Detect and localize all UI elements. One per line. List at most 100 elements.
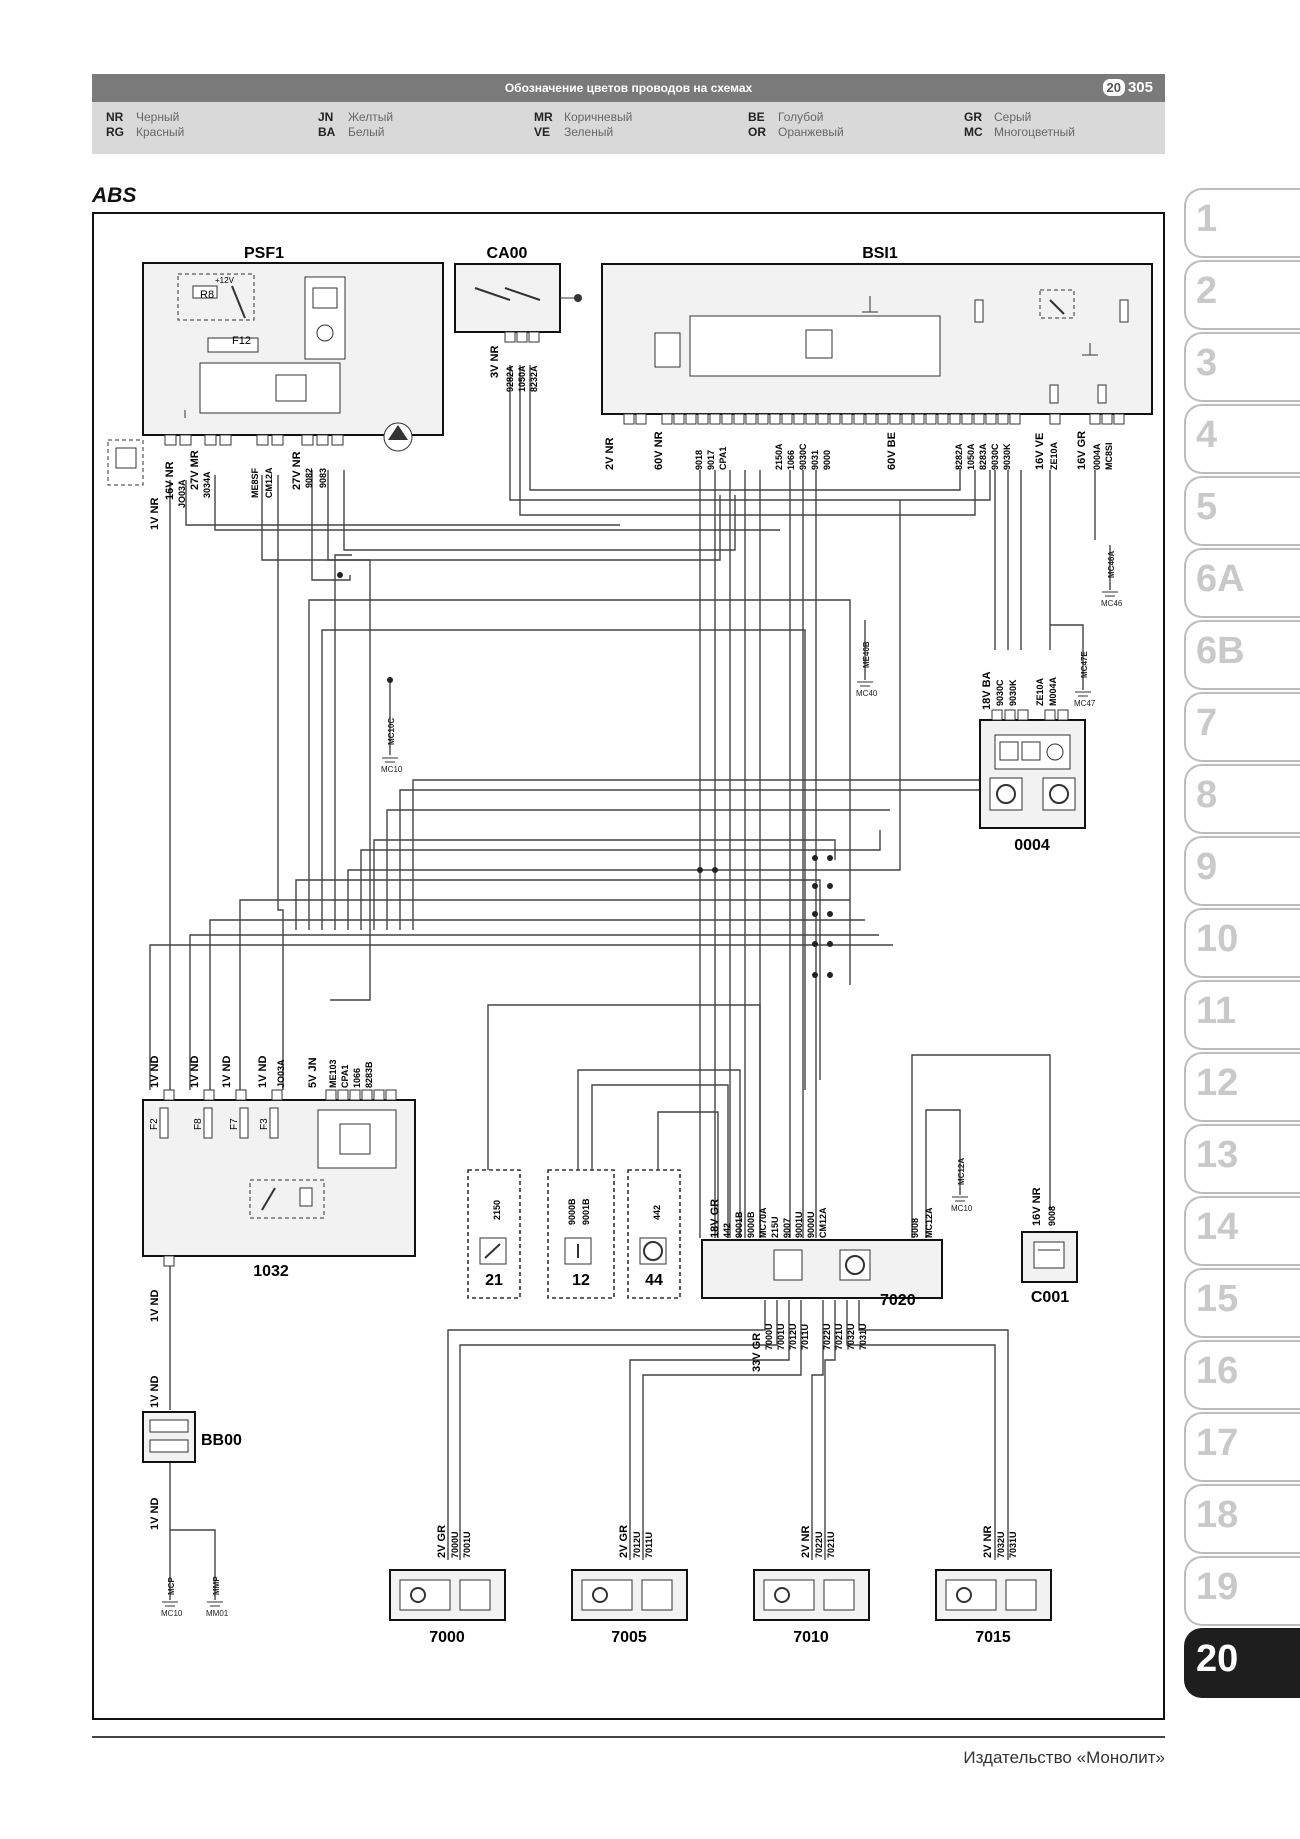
ground-label: MC47 <box>1074 699 1096 708</box>
label-f3: F3 <box>259 1118 270 1130</box>
wire-label: 7021U <box>826 1531 836 1558</box>
ground-label: MC46 <box>1101 599 1123 608</box>
conn-7010: 2V NR <box>800 1526 812 1558</box>
conn-bsi1-d: 16V VE <box>1034 433 1046 470</box>
wire-label: 7011U <box>800 1324 810 1350</box>
chapter-tab-11[interactable]: 11 <box>1184 980 1300 1050</box>
chapter-tab-7[interactable]: 7 <box>1184 692 1300 762</box>
ground-mmp <box>207 1601 223 1607</box>
conn-0004: 18V BA <box>981 671 993 710</box>
label-c001: C001 <box>1031 1289 1069 1306</box>
wire-label: 1066 <box>352 1068 362 1088</box>
bsi1-pins <box>623 413 1125 425</box>
chapter-tab-5[interactable]: 5 <box>1184 476 1300 546</box>
chapter-tab-10[interactable]: 10 <box>1184 908 1300 978</box>
label-7015: 7015 <box>975 1629 1011 1646</box>
ground-label: MCP <box>167 1577 176 1595</box>
chapter-tab-1[interactable]: 1 <box>1184 188 1300 258</box>
chapter-tab-16[interactable]: 16 <box>1184 1340 1300 1410</box>
conn-bsi1-c: 60V BE <box>886 432 898 470</box>
wire-label: ZE10A <box>1049 441 1059 470</box>
label-plus12v: +12V <box>215 276 235 285</box>
psf1-pins <box>164 434 344 446</box>
chapter-tab-6b[interactable]: 6B <box>1184 620 1300 690</box>
ground-mc12a <box>952 1196 968 1202</box>
label-f12: F12 <box>232 335 251 347</box>
wire-label: 8283B <box>364 1061 374 1088</box>
conn-7015: 2V NR <box>982 1526 994 1558</box>
label-0004: 0004 <box>1014 837 1050 854</box>
wire-label: 7000U <box>764 1323 774 1350</box>
component-21: 21 2150 <box>467 1169 521 1299</box>
chapter-tab-18[interactable]: 18 <box>1184 1484 1300 1554</box>
conn-1032-4: 1V ND <box>257 1056 269 1088</box>
wire-label: 7001U <box>462 1531 472 1558</box>
conn-7020-top: 18V GR <box>709 1199 721 1238</box>
wire-label: 9008 <box>1047 1206 1057 1226</box>
wire-label: 8232A <box>529 365 539 392</box>
chapter-tab-14[interactable]: 14 <box>1184 1196 1300 1266</box>
chapter-tab-4[interactable]: 4 <box>1184 404 1300 474</box>
conn-bsi1-e: 16V GR <box>1076 431 1088 470</box>
label-ca00: CA00 <box>487 245 528 262</box>
chapter-tab-3[interactable]: 3 <box>1184 332 1300 402</box>
chapter-tab-9[interactable]: 9 <box>1184 836 1300 906</box>
wire-label: 7021U <box>834 1323 844 1350</box>
chapter-tab-20[interactable]: 20 <box>1184 1628 1300 1698</box>
label-bb00: BB00 <box>201 1432 242 1449</box>
component-bb00: BB00 1V ND 1V ND <box>142 1376 242 1530</box>
label-7020: 7020 <box>880 1292 916 1309</box>
ground-label: MC47E <box>1080 651 1089 678</box>
ground-label: MM01 <box>206 1609 229 1618</box>
component-0004: 0004 18V BA 9030C 9030K ZE10A M004A <box>979 671 1086 854</box>
chapter-tab-13[interactable]: 13 <box>1184 1124 1300 1194</box>
conn-bsi1-b: 60V NR <box>653 431 665 470</box>
ground-label: MC10C <box>387 718 396 745</box>
conn-psf1-b: 16V NR <box>164 461 176 500</box>
conn-7000: 2V GR <box>436 1525 448 1558</box>
label-44: 44 <box>645 1272 663 1289</box>
chapter-tab-8[interactable]: 8 <box>1184 764 1300 834</box>
wire-label: 9030K <box>1002 443 1012 470</box>
conn-bb00-bottom: 1V ND <box>149 1498 161 1530</box>
wire-label: 1050A <box>517 365 527 392</box>
wire-label: CM12A <box>818 1207 828 1238</box>
chapter-tab-2[interactable]: 2 <box>1184 260 1300 330</box>
ground-label: MC10 <box>381 765 403 774</box>
section-title: ABS <box>92 184 137 207</box>
ground-mc47e <box>1075 691 1091 697</box>
wire-label: 9001B <box>734 1211 744 1238</box>
wire-label: 7001U <box>776 1323 786 1350</box>
ground-label: MMP <box>212 1576 221 1595</box>
wire-label: MC70A <box>758 1207 768 1238</box>
ground-me40b <box>857 681 873 687</box>
ground-points <box>162 591 1118 1607</box>
wire-label: 9017 <box>706 450 716 470</box>
chapter-tab-6a[interactable]: 6A <box>1184 548 1300 618</box>
component-44: 44 442 <box>627 1169 681 1299</box>
wire-label: 2150A <box>774 443 784 470</box>
chapter-tab-17[interactable]: 17 <box>1184 1412 1300 1482</box>
conn-7020-bottom: 33V GR <box>751 1333 763 1372</box>
label-f2: F2 <box>149 1118 160 1130</box>
ground-label: MC12A <box>957 1158 966 1185</box>
wire-label: 7022U <box>814 1531 824 1558</box>
wire-set <box>149 365 1111 1600</box>
wire-label: 0004A <box>1092 443 1102 470</box>
wire-label: 9000 <box>822 450 832 470</box>
wire-label: 9030C <box>990 443 1000 470</box>
component-12: 12 9000B 9001B <box>547 1169 615 1299</box>
ground-mc46a <box>1102 591 1118 597</box>
chapter-tab-12[interactable]: 12 <box>1184 1052 1300 1122</box>
chapter-tab-15[interactable]: 15 <box>1184 1268 1300 1338</box>
component-c001: C001 16V NR 9008 <box>1021 1187 1078 1306</box>
wire-label: 215U <box>770 1216 780 1238</box>
chapter-tab-19[interactable]: 19 <box>1184 1556 1300 1626</box>
